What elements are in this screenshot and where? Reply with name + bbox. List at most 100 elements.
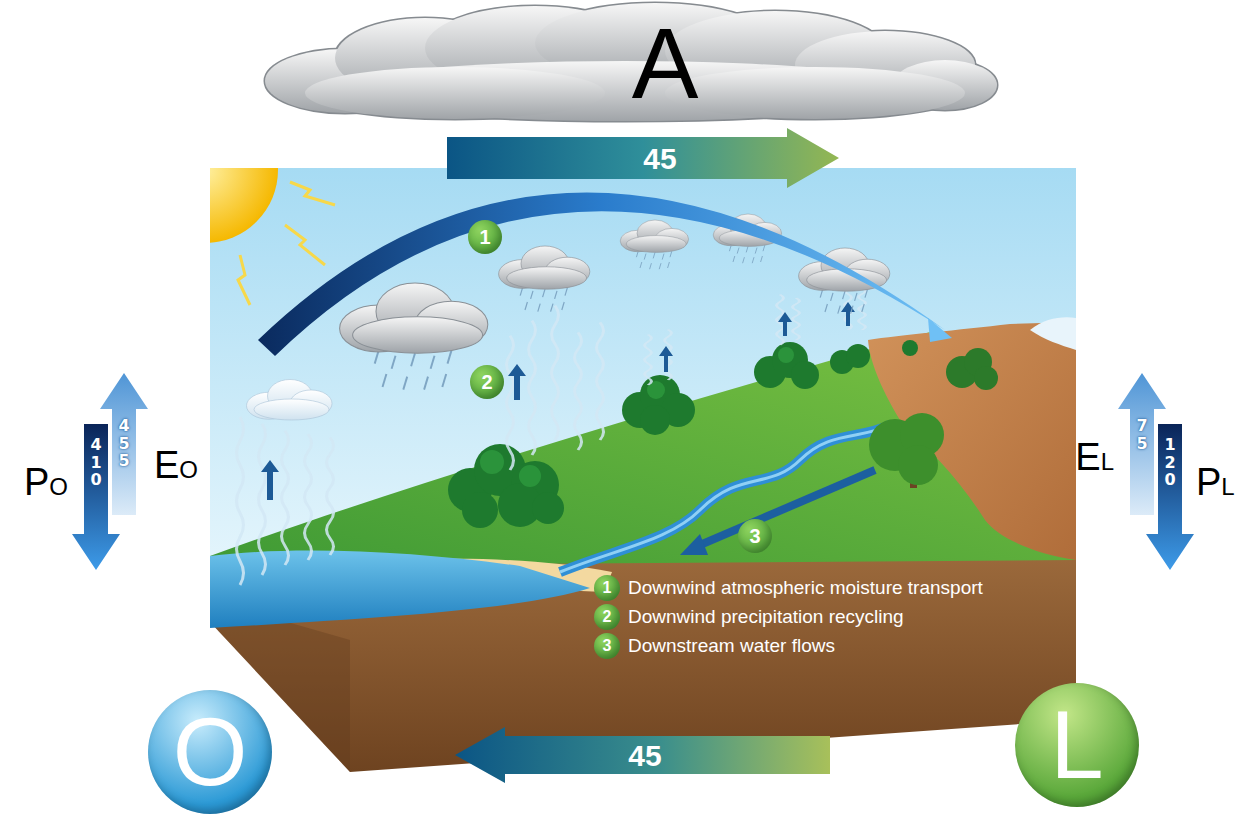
evaporation-arrows bbox=[659, 346, 673, 372]
flux-value: 455 bbox=[118, 417, 129, 470]
evaporation-lines bbox=[282, 431, 289, 565]
downstream-arrow bbox=[680, 534, 708, 555]
forest bbox=[480, 347, 794, 487]
flux-value: 45 bbox=[643, 144, 676, 174]
key-badge: 3 bbox=[594, 633, 620, 659]
legend-text: Downwind precipitation recycling bbox=[628, 607, 904, 628]
rain-clouds bbox=[729, 245, 764, 263]
sky bbox=[210, 168, 1076, 568]
evaporation-lines bbox=[859, 288, 866, 330]
sun bbox=[290, 182, 335, 205]
flux-arrow: 45 bbox=[447, 128, 839, 188]
forest bbox=[902, 340, 918, 356]
flux-value: 120 bbox=[1164, 436, 1175, 489]
cloud-outline bbox=[665, 67, 965, 119]
forest bbox=[480, 450, 504, 474]
forest bbox=[448, 340, 918, 528]
forest bbox=[946, 348, 998, 390]
sun bbox=[132, 97, 335, 305]
forest bbox=[846, 344, 870, 368]
sun bbox=[210, 168, 278, 243]
river bbox=[560, 425, 890, 572]
moisture-transport-arc bbox=[258, 192, 945, 356]
moisture-transport-arc bbox=[258, 192, 952, 356]
atmosphere-cloud: A bbox=[255, 3, 1000, 127]
flux-symbol: PL bbox=[1196, 463, 1235, 501]
forest bbox=[791, 361, 819, 389]
forest bbox=[640, 405, 670, 435]
evaporation-arrow: 455EO bbox=[100, 373, 148, 515]
compartment-letter: A bbox=[632, 13, 699, 113]
atmosphere-cloud-outline bbox=[255, 3, 1000, 127]
callout-number: 3 bbox=[749, 526, 760, 546]
cloud-fill bbox=[665, 67, 965, 119]
rain-clouds bbox=[340, 283, 488, 353]
downstream-arrow bbox=[700, 470, 875, 545]
forest bbox=[778, 347, 794, 363]
block-arrow bbox=[100, 373, 148, 515]
flux-symbol: EL bbox=[1075, 438, 1114, 476]
flux-value: 410 bbox=[90, 436, 101, 489]
block-arrow bbox=[455, 727, 830, 783]
forest bbox=[532, 492, 564, 524]
rain-clouds bbox=[499, 246, 590, 289]
evaporation-lines bbox=[597, 322, 604, 440]
river bbox=[560, 425, 890, 572]
forest bbox=[869, 413, 944, 485]
block-arrow bbox=[1146, 424, 1194, 570]
forest bbox=[898, 445, 938, 485]
callout-badge: 2 bbox=[470, 365, 504, 399]
forest bbox=[462, 492, 498, 528]
rain-clouds bbox=[520, 288, 567, 312]
callout-number: 2 bbox=[481, 372, 492, 392]
downstream-arrow bbox=[680, 470, 875, 555]
rain-clouds bbox=[820, 290, 867, 314]
mountain bbox=[868, 322, 1076, 560]
ocean-badge: O bbox=[148, 690, 272, 814]
land-badge: L bbox=[1015, 683, 1139, 807]
evaporation-lines bbox=[645, 335, 652, 385]
evaporation-lines bbox=[575, 332, 582, 450]
flux-arrow: 45 bbox=[455, 727, 830, 783]
callout-number: 2 bbox=[603, 609, 612, 625]
legend-text: Downwind atmospheric moisture transport bbox=[628, 578, 983, 599]
flux-value: 75 bbox=[1136, 417, 1147, 452]
forest bbox=[974, 366, 998, 390]
block-arrow bbox=[447, 128, 839, 188]
flux-symbol: EO bbox=[154, 446, 198, 484]
evaporation-lines bbox=[793, 298, 800, 340]
compartment-letter: L bbox=[1050, 697, 1103, 793]
flux-arrow-outline bbox=[447, 128, 839, 188]
river bbox=[560, 425, 890, 572]
sun bbox=[238, 255, 250, 305]
evaporation-arrows bbox=[261, 460, 279, 500]
evaporation-arrows bbox=[778, 312, 792, 336]
snow-cap bbox=[1030, 317, 1076, 350]
legend-text: Downstream water flows bbox=[628, 636, 835, 657]
callout-number: 1 bbox=[479, 227, 490, 247]
rain-clouds bbox=[620, 220, 688, 252]
callout-number: 3 bbox=[603, 638, 612, 654]
precipitation-arrow: 120PL bbox=[1146, 424, 1194, 570]
key-badge: 1 bbox=[594, 575, 620, 601]
flux-value: 45 bbox=[628, 741, 661, 771]
cloud-outline bbox=[305, 67, 605, 119]
callout-badge: 1 bbox=[468, 220, 502, 254]
evaporation-arrows bbox=[508, 364, 526, 400]
sun bbox=[238, 182, 335, 305]
moisture-transport-arc bbox=[928, 318, 952, 342]
evaporation-lines bbox=[259, 424, 266, 575]
rain-clouds bbox=[375, 351, 452, 390]
sun bbox=[285, 225, 325, 265]
flux-symbol: PO bbox=[24, 463, 68, 501]
ocean bbox=[210, 551, 590, 628]
rain-clouds bbox=[636, 251, 671, 269]
evaporation-lines bbox=[552, 306, 559, 440]
evaporation-lines bbox=[237, 417, 244, 585]
key-badge: 2 bbox=[594, 604, 620, 630]
evaporation-lines bbox=[327, 437, 334, 555]
callout-badge: 3 bbox=[738, 519, 772, 553]
callout-number: 1 bbox=[603, 580, 612, 596]
evaporation-lines bbox=[237, 280, 866, 585]
